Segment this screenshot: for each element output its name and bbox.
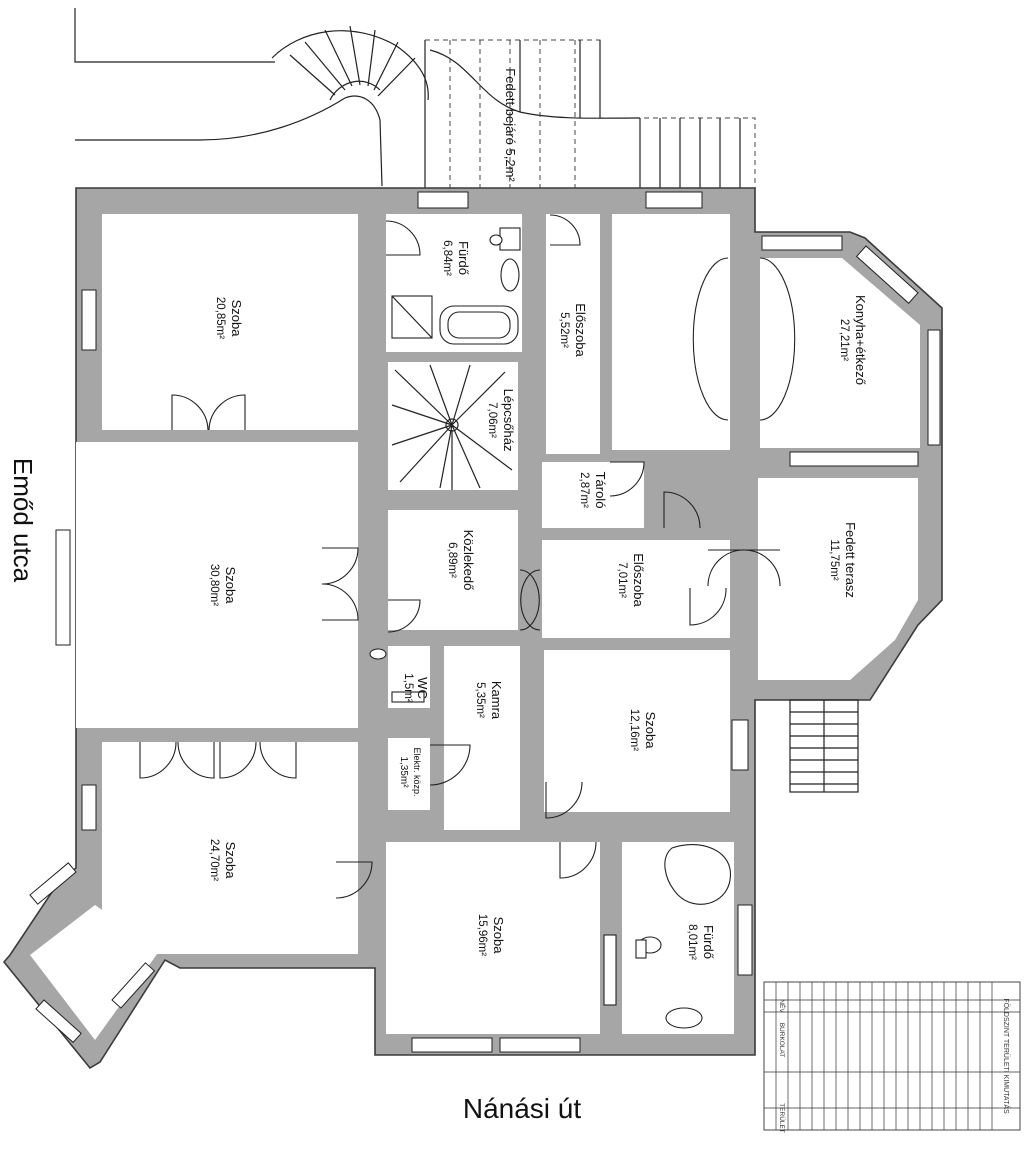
svg-text:Szoba: Szoba [223, 842, 238, 880]
svg-text:12,16m²: 12,16m² [628, 709, 640, 751]
terrace-stair [789, 699, 859, 793]
svg-text:Szoba: Szoba [223, 567, 238, 605]
room-lepcsohaz: Lépcsőház 7,06m² [486, 389, 516, 452]
svg-text:5,35m²: 5,35m² [474, 682, 486, 718]
room-furdo-8: Fürdő 8,01m² [686, 924, 716, 960]
svg-text:Konyha+étkező: Konyha+étkező [853, 295, 868, 385]
room-szoba-30: Szoba 30,80m² [208, 564, 238, 606]
svg-text:Lépcsőház: Lépcsőház [501, 389, 516, 452]
svg-text:1,5m²: 1,5m² [402, 673, 414, 703]
room-kozlekedo: Közlekedő 6,89m² [446, 530, 476, 591]
svg-text:Előszoba: Előszoba [573, 303, 588, 357]
covered-entrance-label: Fedett bejáró 5,2m² [503, 68, 518, 182]
room-furdo-6: Fürdő 6,84m² [441, 240, 471, 276]
svg-text:Közlekedő: Közlekedő [461, 530, 476, 591]
room-labels: Szoba 20,85m² Fürdő 6,84m² Előszoba 5,52… [208, 68, 868, 960]
room-eloszoba-5: Előszoba 5,52m² [558, 303, 588, 357]
area-table: FÖLDSZINT TERÜLETI KIMUTATÁS NÉV BURKOLA… [763, 981, 1021, 1133]
svg-text:6,84m²: 6,84m² [441, 240, 453, 276]
room-tarolo: Tároló 2,87m² [578, 472, 608, 509]
room-szoba-15: Szoba 15,96m² [476, 914, 506, 956]
svg-text:2,87m²: 2,87m² [578, 472, 590, 508]
svg-text:7,06m²: 7,06m² [486, 402, 498, 438]
svg-text:Fürdő: Fürdő [456, 241, 471, 275]
svg-text:NÉV: NÉV [778, 999, 787, 1013]
room-kamra: Kamra 5,35m² [474, 681, 504, 720]
interior-stair [391, 364, 513, 490]
svg-text:Szoba: Szoba [643, 712, 658, 750]
room-elektr: Elektr. közp. 1,35m² [398, 747, 422, 796]
svg-text:Fürdő: Fürdő [701, 925, 716, 959]
room-fedett-terasz: Fedett terasz 11,75m² [828, 522, 858, 598]
svg-text:Szoba: Szoba [491, 917, 506, 955]
svg-text:Szoba: Szoba [229, 300, 244, 338]
room-szoba-24: Szoba 24,70m² [208, 839, 238, 881]
svg-text:15,96m²: 15,96m² [476, 914, 488, 956]
svg-text:Tároló: Tároló [593, 472, 608, 509]
room-szoba-20: Szoba 20,85m² [214, 297, 244, 339]
walls [2, 187, 943, 1070]
room-eloszoba-7: Előszoba 7,01m² [616, 553, 646, 607]
svg-text:24,70m²: 24,70m² [208, 839, 220, 881]
street-west: Emőd utca [8, 458, 38, 583]
doors [139, 214, 796, 899]
svg-text:Fedett terasz: Fedett terasz [843, 522, 858, 598]
site-outline [74, 8, 756, 188]
svg-text:8,01m²: 8,01m² [686, 924, 698, 960]
svg-text:Emőd utca: Emőd utca [8, 458, 38, 583]
windows [29, 191, 941, 1053]
fixtures [369, 227, 731, 1029]
room-szoba-12: Szoba 12,16m² [628, 709, 658, 751]
room-konyha: Konyha+étkező 27,21m² [838, 295, 868, 385]
svg-text:BURKOLAT: BURKOLAT [778, 1023, 785, 1058]
svg-text:7,01m²: 7,01m² [616, 562, 628, 598]
room-wc: WC 1,5m² [402, 673, 430, 703]
svg-text:Fedett bejáró 5,2m²: Fedett bejáró 5,2m² [503, 68, 518, 182]
svg-text:Elektr. közp.: Elektr. közp. [412, 747, 422, 796]
svg-text:11,75m²: 11,75m² [828, 539, 840, 581]
svg-text:TERÜLET: TERÜLET [778, 1103, 786, 1133]
svg-text:1,35m²: 1,35m² [398, 756, 409, 788]
svg-text:6,89m²: 6,89m² [446, 542, 458, 578]
street-south: Nánási út [463, 1093, 582, 1124]
svg-text:WC: WC [415, 677, 430, 699]
svg-text:5,52m²: 5,52m² [558, 312, 570, 348]
svg-text:Előszoba: Előszoba [631, 553, 646, 607]
svg-text:Kamra: Kamra [489, 681, 504, 720]
svg-text:30,80m²: 30,80m² [208, 564, 220, 606]
svg-text:27,21m²: 27,21m² [838, 319, 850, 361]
svg-text:FÖLDSZINT TERÜLETI KIMUTATÁS: FÖLDSZINT TERÜLETI KIMUTATÁS [1002, 998, 1011, 1114]
svg-text:20,85m²: 20,85m² [214, 297, 226, 339]
